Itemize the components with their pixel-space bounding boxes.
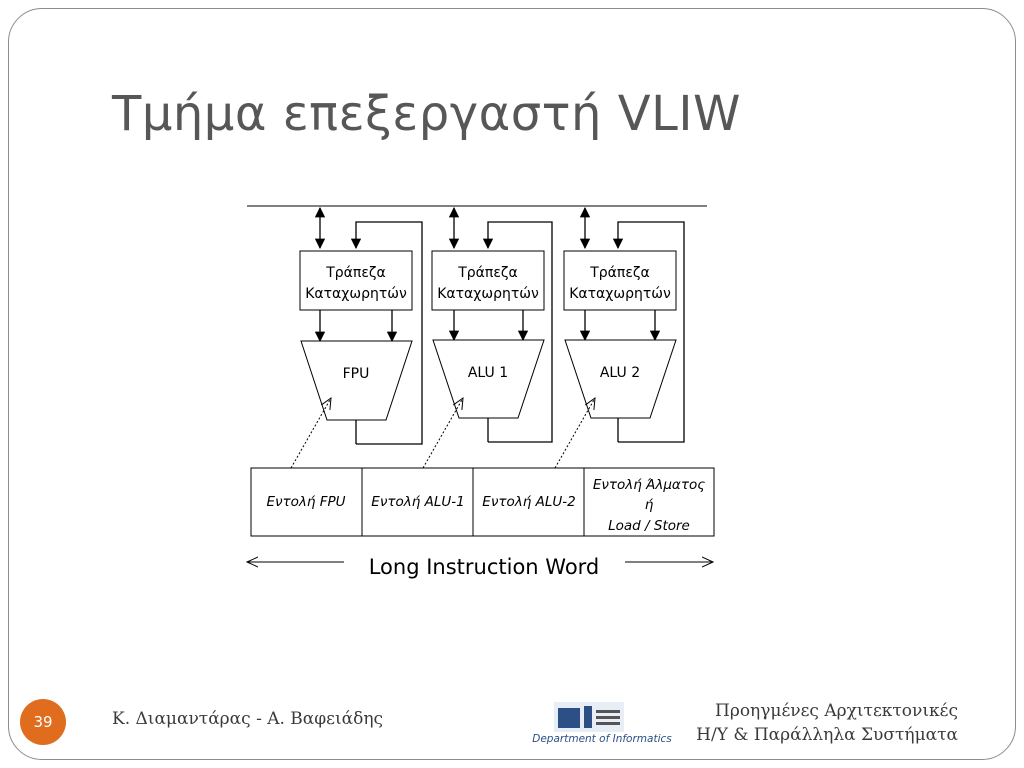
instruction-field-fpu: Εντολή FPU	[266, 494, 345, 510]
writeback-path-2	[482, 221, 553, 443]
writeback-path-3	[612, 221, 685, 443]
register-file-2	[431, 250, 545, 311]
course-title: Προηγμένες Αρχιτεκτονικές Η/Υ & Παράλληλ…	[696, 699, 958, 747]
column-alu1: Τράπεζα Καταχωρητών ALU 1	[422, 206, 553, 469]
register-file-3-line2: Καταχωρητών	[569, 286, 671, 302]
unit-label-fpu: FPU	[343, 366, 370, 382]
page-number-badge: 39	[20, 699, 66, 745]
instruction-field-alu1: Εντολή ALU-1	[371, 494, 464, 510]
word-label: Long Instruction Word	[369, 555, 600, 579]
course-line-2: Η/Υ & Παράλληλα Συστήματα	[696, 725, 958, 745]
register-file-1-line2: Καταχωρητών	[305, 286, 407, 302]
writeback-path-1	[350, 221, 423, 445]
slide-title: Τμήμα επεξεργαστή VLIW	[112, 86, 741, 142]
register-file-3-line1: Τράπεζα	[589, 265, 650, 281]
control-dotted-2	[422, 398, 463, 469]
unit-label-alu1: ALU 1	[468, 365, 508, 381]
register-file-1-line1: Τράπεζα	[325, 265, 386, 281]
department-logo: Department of Informatics	[532, 702, 672, 745]
column-alu2: Τράπεζα Καταχωρητών ALU 2	[554, 206, 685, 469]
control-dotted-1	[290, 398, 331, 469]
register-file-2-line2: Καταχωρητών	[437, 286, 539, 302]
instruction-field-branch-line3: Load / Store	[608, 518, 690, 534]
column-fpu: Τράπεζα Καταχωρητών FPU	[290, 206, 423, 469]
register-file-1	[299, 250, 413, 311]
course-line-1: Προηγμένες Αρχιτεκτονικές	[715, 701, 958, 721]
page-number: 39	[33, 713, 53, 731]
instruction-field-alu2: Εντολή ALU-2	[482, 494, 575, 510]
authors: Κ. Διαμαντάρας - Α. Βαφειάδης	[112, 709, 384, 729]
unit-label-alu2: ALU 2	[600, 365, 640, 381]
register-file-3	[563, 250, 677, 311]
instruction-field-branch-line1: Εντολή Άλματος	[593, 477, 705, 493]
logo-caption: Department of Informatics	[532, 733, 672, 745]
instruction-word-box	[250, 467, 715, 537]
control-dotted-3	[554, 398, 595, 469]
instruction-word: Εντολή FPU Εντολή ALU-1 Εντολή ALU-2 Εντ…	[250, 467, 715, 537]
instruction-field-branch-line2: ή	[645, 497, 654, 513]
register-file-2-line1: Τράπεζα	[457, 265, 518, 281]
